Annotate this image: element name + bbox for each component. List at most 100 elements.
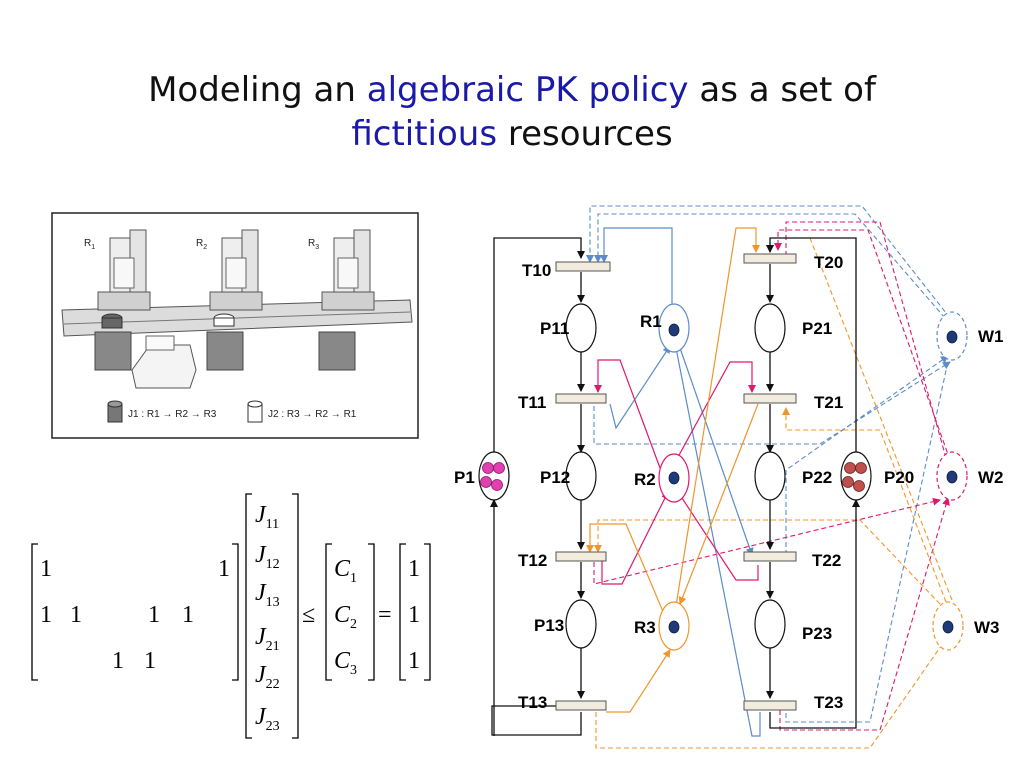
token-icon <box>482 462 494 474</box>
place-p20 <box>840 451 872 501</box>
leq-symbol: ≤ <box>302 602 315 628</box>
transition-t20 <box>743 253 797 264</box>
title-line-2: fictitious resources <box>0 112 1024 156</box>
transition-t13 <box>555 700 607 711</box>
machine-3-icon <box>318 229 375 371</box>
token-icon <box>493 462 505 474</box>
matrix-cell: 1 <box>112 648 124 674</box>
label-p11: P11 <box>540 319 569 338</box>
label-t22: T22 <box>812 551 841 570</box>
j-entry-11: J11 <box>255 502 279 532</box>
place-p11 <box>565 303 597 353</box>
label-t23: T23 <box>814 693 843 712</box>
label-p23: P23 <box>802 624 832 643</box>
label-p22: P22 <box>802 468 832 487</box>
p20-tokens <box>842 462 867 492</box>
title-text: as a set of <box>688 70 876 110</box>
label-t11: T11 <box>518 393 546 412</box>
equals-symbol: = <box>378 602 392 628</box>
j-vector-bracket-left <box>245 493 252 739</box>
transition-t10 <box>555 261 611 272</box>
transition-t22 <box>743 551 797 562</box>
token-icon <box>668 471 680 485</box>
label-w3: W3 <box>974 618 1000 637</box>
title-highlight: algebraic PK policy <box>366 70 689 110</box>
label-p21: P21 <box>802 319 832 338</box>
matrix-cell: 1 <box>40 602 52 628</box>
tokens <box>668 323 958 634</box>
policy-matrix-equation: 1 1 1 1 1 1 1 1 J11 J12 J13 J21 J22 J23 … <box>31 493 431 739</box>
token-icon <box>668 620 680 634</box>
token-icon <box>480 476 492 488</box>
transition-t21 <box>743 393 797 404</box>
place-p13 <box>565 599 597 649</box>
matrix-bracket-right <box>232 543 239 681</box>
resource-label-1: R1 <box>84 238 95 251</box>
label-t12: T12 <box>518 551 547 570</box>
place-p23 <box>754 599 786 649</box>
label-r1: R1 <box>640 312 662 331</box>
machine-1-icon <box>94 229 151 371</box>
matrix-cell: 1 <box>40 556 52 582</box>
j-vector-bracket-right <box>292 493 299 739</box>
c-entry-3: C3 <box>334 648 357 678</box>
token-icon <box>668 323 680 337</box>
label-t10: T10 <box>522 261 551 280</box>
transition-t11 <box>555 393 607 404</box>
rhs-bracket-left <box>399 543 406 681</box>
title-line-1: Modeling an algebraic PK policy as a set… <box>0 68 1024 112</box>
machine-2-icon <box>206 229 263 371</box>
label-r2: R2 <box>634 470 656 489</box>
j-entry-23: J23 <box>255 704 280 734</box>
fictitious-resource-arcs <box>586 205 953 749</box>
rhs-bracket-right <box>424 543 431 681</box>
job-2-flow-arcs <box>766 237 860 729</box>
j-entry-13: J13 <box>255 580 280 610</box>
token-icon <box>855 462 867 474</box>
label-t20: T20 <box>814 253 843 272</box>
label-p20: P20 <box>884 468 914 487</box>
place-p1 <box>478 451 510 501</box>
j-entry-22: J22 <box>255 662 280 692</box>
resource-arcs <box>586 227 761 737</box>
slide-title: Modeling an algebraic PK policy as a set… <box>0 68 1024 156</box>
title-highlight: fictitious <box>351 114 498 154</box>
token-icon <box>491 479 503 491</box>
matrix-cell: 1 <box>218 556 230 582</box>
token-icon <box>853 480 865 492</box>
matrix-cell: 1 <box>148 602 160 628</box>
matrix-cell: 1 <box>70 602 82 628</box>
label-p1: P1 <box>454 468 475 487</box>
rhs-entry: 1 <box>408 556 420 582</box>
j-entry-12: J12 <box>255 542 280 572</box>
place-p22 <box>754 451 786 501</box>
token-icon <box>946 470 958 484</box>
matrix-cell: 1 <box>182 602 194 628</box>
label-w2: W2 <box>978 468 1004 487</box>
transition-t12 <box>555 551 607 562</box>
petri-net: T10 T11 T12 T13 T20 T21 T22 T23 P11 P12 … <box>454 205 1004 749</box>
label-p12: P12 <box>540 468 570 487</box>
j-entry-21: J21 <box>255 624 280 654</box>
label-t21: T21 <box>814 393 843 412</box>
rhs-entry: 1 <box>408 602 420 628</box>
manufacturing-cell-figure: R1 R2 R3 J1 : R1 → R2 → R3 J2 : R3 → R2 … <box>51 212 419 439</box>
label-w1: W1 <box>978 327 1004 346</box>
c-vector-bracket-right <box>368 543 375 681</box>
matrix-cell: 1 <box>144 648 156 674</box>
legend-job-1: J1 : R1 → R2 → R3 <box>128 409 217 420</box>
token-icon <box>844 462 856 474</box>
label-r3: R3 <box>634 618 656 637</box>
c-entry-1: C1 <box>334 556 357 586</box>
token-icon <box>946 330 958 344</box>
place-p21 <box>754 303 786 353</box>
resource-label-2: R2 <box>196 238 207 251</box>
place-p12 <box>565 451 597 501</box>
p1-tokens <box>480 462 505 491</box>
c-entry-2: C2 <box>334 602 357 632</box>
robot-arm-icon <box>145 335 175 351</box>
title-text: Modeling an <box>148 70 367 110</box>
transitions <box>555 253 797 711</box>
label-p13: P13 <box>534 616 564 635</box>
